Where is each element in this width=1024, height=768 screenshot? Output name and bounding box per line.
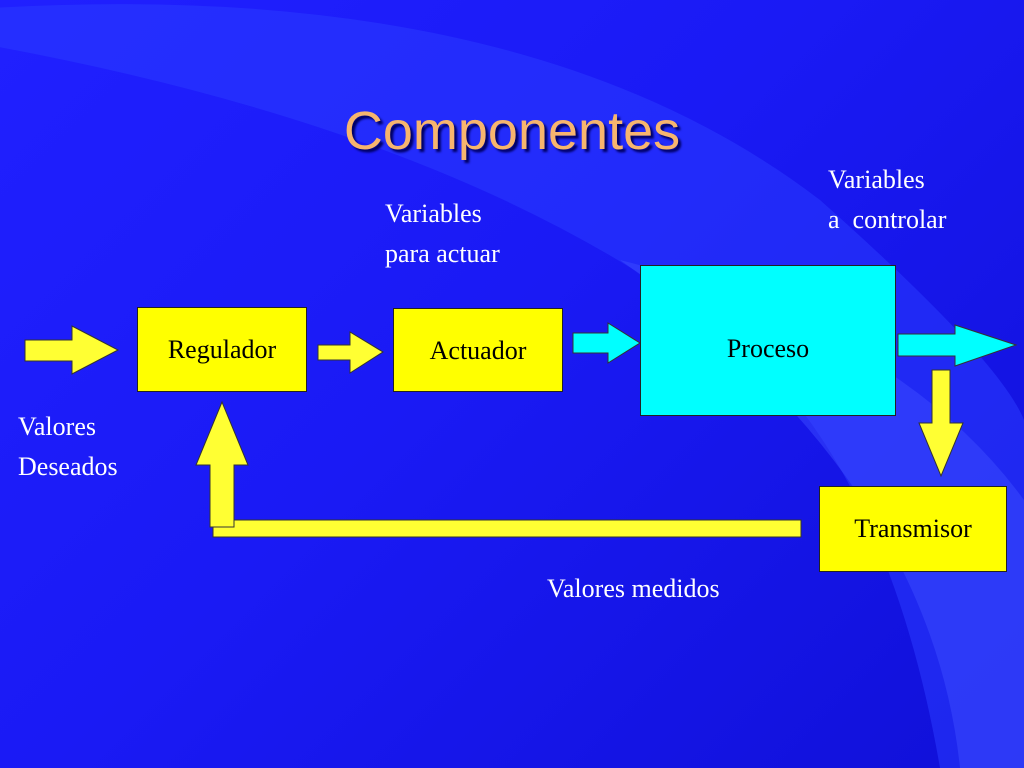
- actuador-to-proceso-arrow: [572, 322, 641, 364]
- variables-a-controlar-label: Variables a controlar: [828, 165, 947, 234]
- regulador-block: Regulador: [137, 307, 307, 392]
- valores-deseados-label: Valores Deseados: [18, 412, 118, 481]
- proceso-to-transmisor-arrow: [918, 369, 964, 478]
- feedback-arrow: [195, 400, 249, 528]
- proceso-label: Proceso: [726, 334, 810, 363]
- input-arrow: [24, 325, 120, 375]
- valores-medidos-label: Valores medidos: [547, 574, 720, 603]
- regulador-label: Regulador: [167, 334, 277, 364]
- output-arrow: [897, 324, 1018, 367]
- variables-para-actuar-label: Variables para actuar: [385, 199, 500, 268]
- slide-title: Componentes: [343, 101, 681, 161]
- feedback-line: [212, 519, 802, 538]
- actuador-block: Actuador: [393, 308, 563, 392]
- transmisor-block: Transmisor: [819, 486, 1007, 572]
- actuador-label: Actuador: [429, 336, 527, 365]
- regulador-to-actuador-arrow: [317, 331, 384, 374]
- transmisor-label: Transmisor: [854, 514, 972, 543]
- proceso-block: Proceso: [640, 265, 896, 416]
